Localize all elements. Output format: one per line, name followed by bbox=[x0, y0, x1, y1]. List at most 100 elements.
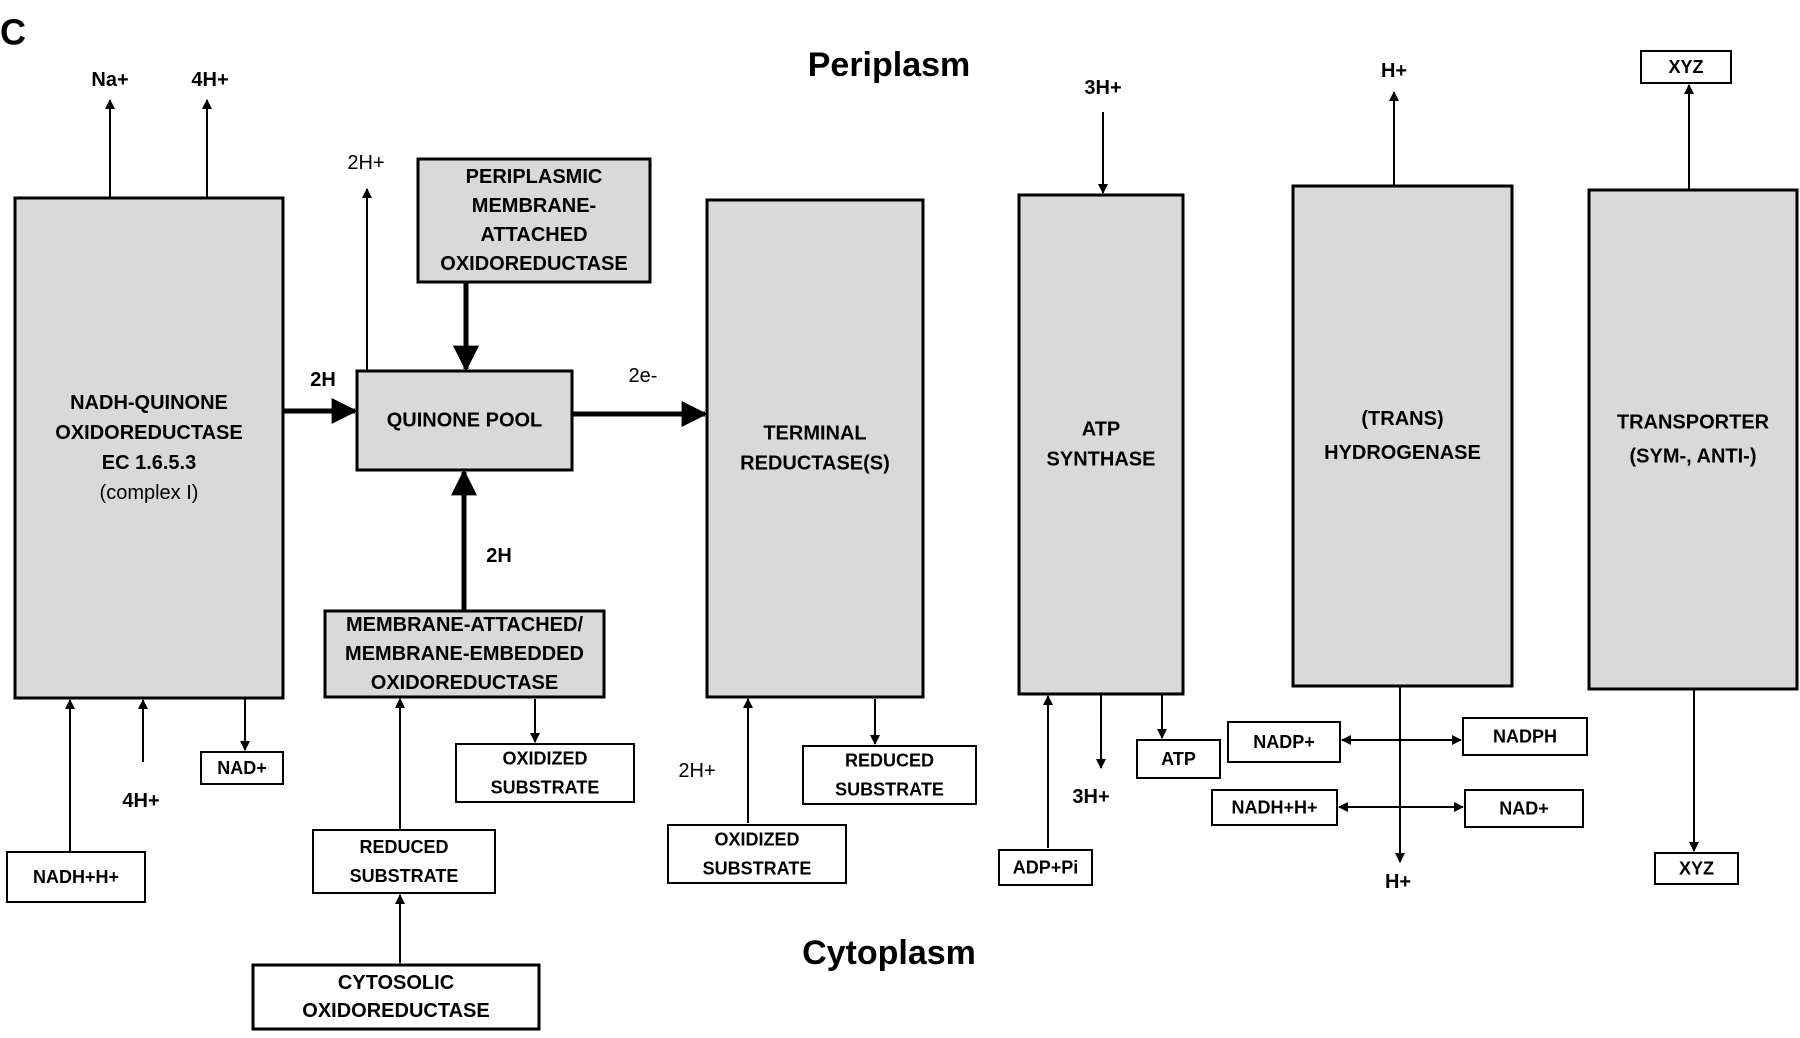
terminal-reductase-box-line-2: REDUCTASE(S) bbox=[740, 453, 890, 475]
reduced-substrate-box: REDUCED SUBSTRATE bbox=[312, 829, 496, 894]
oxidized-substrate-box-frame bbox=[667, 824, 847, 884]
nadh-quinone-oxidoreductase-box-line-3: EC 1.6.5.3 bbox=[102, 452, 197, 474]
oxidized-substrate-box-line-2: SUBSTRATE bbox=[703, 859, 812, 879]
nad-plus-box-line-1: NAD+ bbox=[217, 758, 267, 778]
quinone-pool-box-frame bbox=[355, 369, 574, 472]
two-h-plus-label: 2H+ bbox=[678, 760, 715, 782]
xyz-top-box-line-1: XYZ bbox=[1668, 57, 1703, 77]
reduced-substrate-box-line-2: SUBSTRATE bbox=[835, 780, 944, 800]
nadh-quinone-oxidoreductase-box-line-1: NADH-QUINONE bbox=[70, 392, 228, 414]
membrane-attached-oxidoreductase-box-line-3: OXIDOREDUCTASE bbox=[371, 672, 558, 694]
periplasmic-oxidoreductase-box-line-3: ATTACHED bbox=[480, 224, 587, 246]
transporter-box-line-2: (SYM-, ANTI-) bbox=[1629, 446, 1756, 468]
nadp-plus-box-frame bbox=[1227, 721, 1341, 763]
boxes: NADH-QUINONE OXIDOREDUCTASE EC 1.6.5.3 (com… bbox=[6, 50, 1799, 1031]
atp-box: ATP bbox=[1136, 739, 1221, 779]
membrane-attached-oxidoreductase-box: MEMBRANE-ATTACHED/MEMBRANE-EMBEDDED OXIDO… bbox=[323, 609, 606, 699]
membrane-attached-oxidoreductase-box-line-2: MEMBRANE-EMBEDDED bbox=[345, 643, 584, 665]
periplasmic-oxidoreductase-box: PERIPLASMIC MEMBRANE- ATTACHED OXIDOREDUCTA… bbox=[416, 157, 652, 284]
nadh-quinone-oxidoreductase-box: NADH-QUINONE OXIDOREDUCTASE EC 1.6.5.3 (com… bbox=[13, 196, 285, 700]
membrane-attached-oxidoreductase-box-line-1: MEMBRANE-ATTACHED/ bbox=[346, 614, 583, 636]
xyz-bottom-box: XYZ bbox=[1654, 852, 1739, 885]
nadh-quinone-oxidoreductase-box-line-2: OXIDOREDUCTASE bbox=[55, 422, 242, 444]
transporter-box: TRANSPORTER (SYM-, ANTI-) bbox=[1587, 188, 1799, 691]
four-h-plus-bottom-label: 4H+ bbox=[122, 790, 159, 812]
two-h-label: 2H bbox=[310, 369, 336, 391]
xyz-top-box: XYZ bbox=[1640, 50, 1732, 84]
adp-pi-box-frame bbox=[998, 849, 1093, 886]
arrows bbox=[65, 84, 1699, 963]
transporter-box-line-1: TRANSPORTER bbox=[1617, 412, 1770, 434]
transhydrogenase-box-frame bbox=[1291, 184, 1514, 688]
transporter-box-frame bbox=[1587, 188, 1799, 691]
atp-synthase-box-frame bbox=[1017, 193, 1185, 696]
periplasmic-oxidoreductase-box-line-2: MEMBRANE- bbox=[472, 195, 596, 217]
atp-synthase-box-line-1: ATP bbox=[1082, 419, 1121, 441]
transhydrogenase-box-line-2: HYDROGENASE bbox=[1324, 442, 1481, 464]
atp-synthase-box: ATP SYNTHASE bbox=[1017, 193, 1185, 696]
nadh-quinone-oxidoreductase-box-line-4: (complex I) bbox=[100, 482, 199, 504]
nadh-h-plus-box-line-1: NADH+H+ bbox=[33, 867, 119, 887]
cytosolic-oxidoreductase-box-line-2: OXIDOREDUCTASE bbox=[302, 1000, 489, 1022]
nad-plus-box: NAD+ bbox=[200, 751, 284, 785]
nadp-plus-box-line-1: NADP+ bbox=[1253, 732, 1315, 752]
nadph-box-frame bbox=[1462, 717, 1588, 756]
cytoplasm-label: Cytoplasm bbox=[802, 934, 976, 972]
membrane-attached-oxidoreductase-box-frame bbox=[323, 609, 606, 699]
nadh-h-plus-box: NADH+H+ bbox=[6, 851, 146, 903]
adp-pi-box-line-1: ADP+Pi bbox=[1013, 858, 1079, 878]
reduced-substrate-box-line-1: REDUCED bbox=[359, 837, 448, 857]
nadh-h-plus-box-frame bbox=[1211, 789, 1338, 826]
na-plus-label: Na+ bbox=[91, 69, 128, 91]
periplasmic-oxidoreductase-box-frame bbox=[416, 157, 652, 284]
reduced-substrate-box-line-2: SUBSTRATE bbox=[350, 866, 459, 886]
reduced-substrate-box-frame bbox=[802, 745, 977, 805]
periplasmic-oxidoreductase-box-line-1: PERIPLASMIC bbox=[466, 166, 603, 188]
nadp-plus-box: NADP+ bbox=[1227, 721, 1341, 763]
three-h-plus-top-label: 3H+ bbox=[1084, 77, 1121, 99]
nad-plus-box-frame bbox=[200, 751, 284, 785]
oxidized-substrate-box-line-1: OXIDIZED bbox=[714, 830, 799, 850]
xyz-bottom-box-line-1: XYZ bbox=[1679, 859, 1714, 879]
oxidized-substrate-box: OXIDIZED SUBSTRATE bbox=[667, 824, 847, 884]
nadh-h-plus-box-line-1: NADH+H+ bbox=[1231, 798, 1317, 818]
nad-plus-box-line-1: NAD+ bbox=[1499, 799, 1549, 819]
periplasm-label: Periplasm bbox=[808, 46, 971, 84]
cytosolic-oxidoreductase-box-frame bbox=[251, 963, 541, 1031]
terminal-reductase-box-line-1: TERMINAL bbox=[763, 423, 866, 445]
adp-pi-box: ADP+Pi bbox=[998, 849, 1093, 886]
nadh-h-plus-box-frame bbox=[6, 851, 146, 903]
periplasmic-oxidoreductase-box-line-4: OXIDOREDUCTASE bbox=[440, 253, 627, 275]
three-h-plus-bottom-label: 3H+ bbox=[1072, 786, 1109, 808]
terminal-reductase-box-frame bbox=[705, 198, 925, 699]
atp-synthase-box-line-2: SYNTHASE bbox=[1047, 449, 1156, 471]
four-h-plus-top-label: 4H+ bbox=[191, 69, 228, 91]
nadh-quinone-oxidoreductase-box-frame bbox=[13, 196, 285, 700]
reduced-substrate-box-line-1: REDUCED bbox=[845, 751, 934, 771]
xyz-bottom-box-frame bbox=[1654, 852, 1739, 885]
nadh-h-plus-box: NADH+H+ bbox=[1211, 789, 1338, 826]
oxidized-substrate-box-line-1: OXIDIZED bbox=[502, 749, 587, 769]
oxidized-substrate-box-frame bbox=[455, 743, 635, 803]
panel-label: C bbox=[0, 12, 26, 53]
terminal-reductase-box: TERMINAL REDUCTASE(S) bbox=[705, 198, 925, 699]
transhydrogenase-box: (TRANS) HYDROGENASE bbox=[1291, 184, 1514, 688]
two-h-plus-label: 2H+ bbox=[347, 152, 384, 174]
transhydrogenase-box-line-1: (TRANS) bbox=[1361, 408, 1443, 430]
cytosolic-oxidoreductase-box-line-1: CYTOSOLIC bbox=[338, 972, 454, 994]
oxidized-substrate-box: OXIDIZED SUBSTRATE bbox=[455, 743, 635, 803]
h-plus-top-label: H+ bbox=[1381, 60, 1407, 82]
xyz-top-box-frame bbox=[1640, 50, 1732, 84]
nadph-box: NADPH bbox=[1462, 717, 1588, 756]
h-plus-bottom-label: H+ bbox=[1385, 871, 1411, 893]
reduced-substrate-box: REDUCED SUBSTRATE bbox=[802, 745, 977, 805]
nad-plus-box: NAD+ bbox=[1464, 789, 1584, 828]
nad-plus-box-frame bbox=[1464, 789, 1584, 828]
quinone-pool-box: QUINONE POOL bbox=[355, 369, 574, 472]
quinone-pool-box-line-1: QUINONE POOL bbox=[387, 410, 543, 432]
cytosolic-oxidoreductase-box: CYTOSOLIC OXIDOREDUCTASE bbox=[251, 963, 541, 1031]
atp-box-line-1: ATP bbox=[1161, 749, 1196, 769]
oxidized-substrate-box-line-2: SUBSTRATE bbox=[491, 778, 600, 798]
